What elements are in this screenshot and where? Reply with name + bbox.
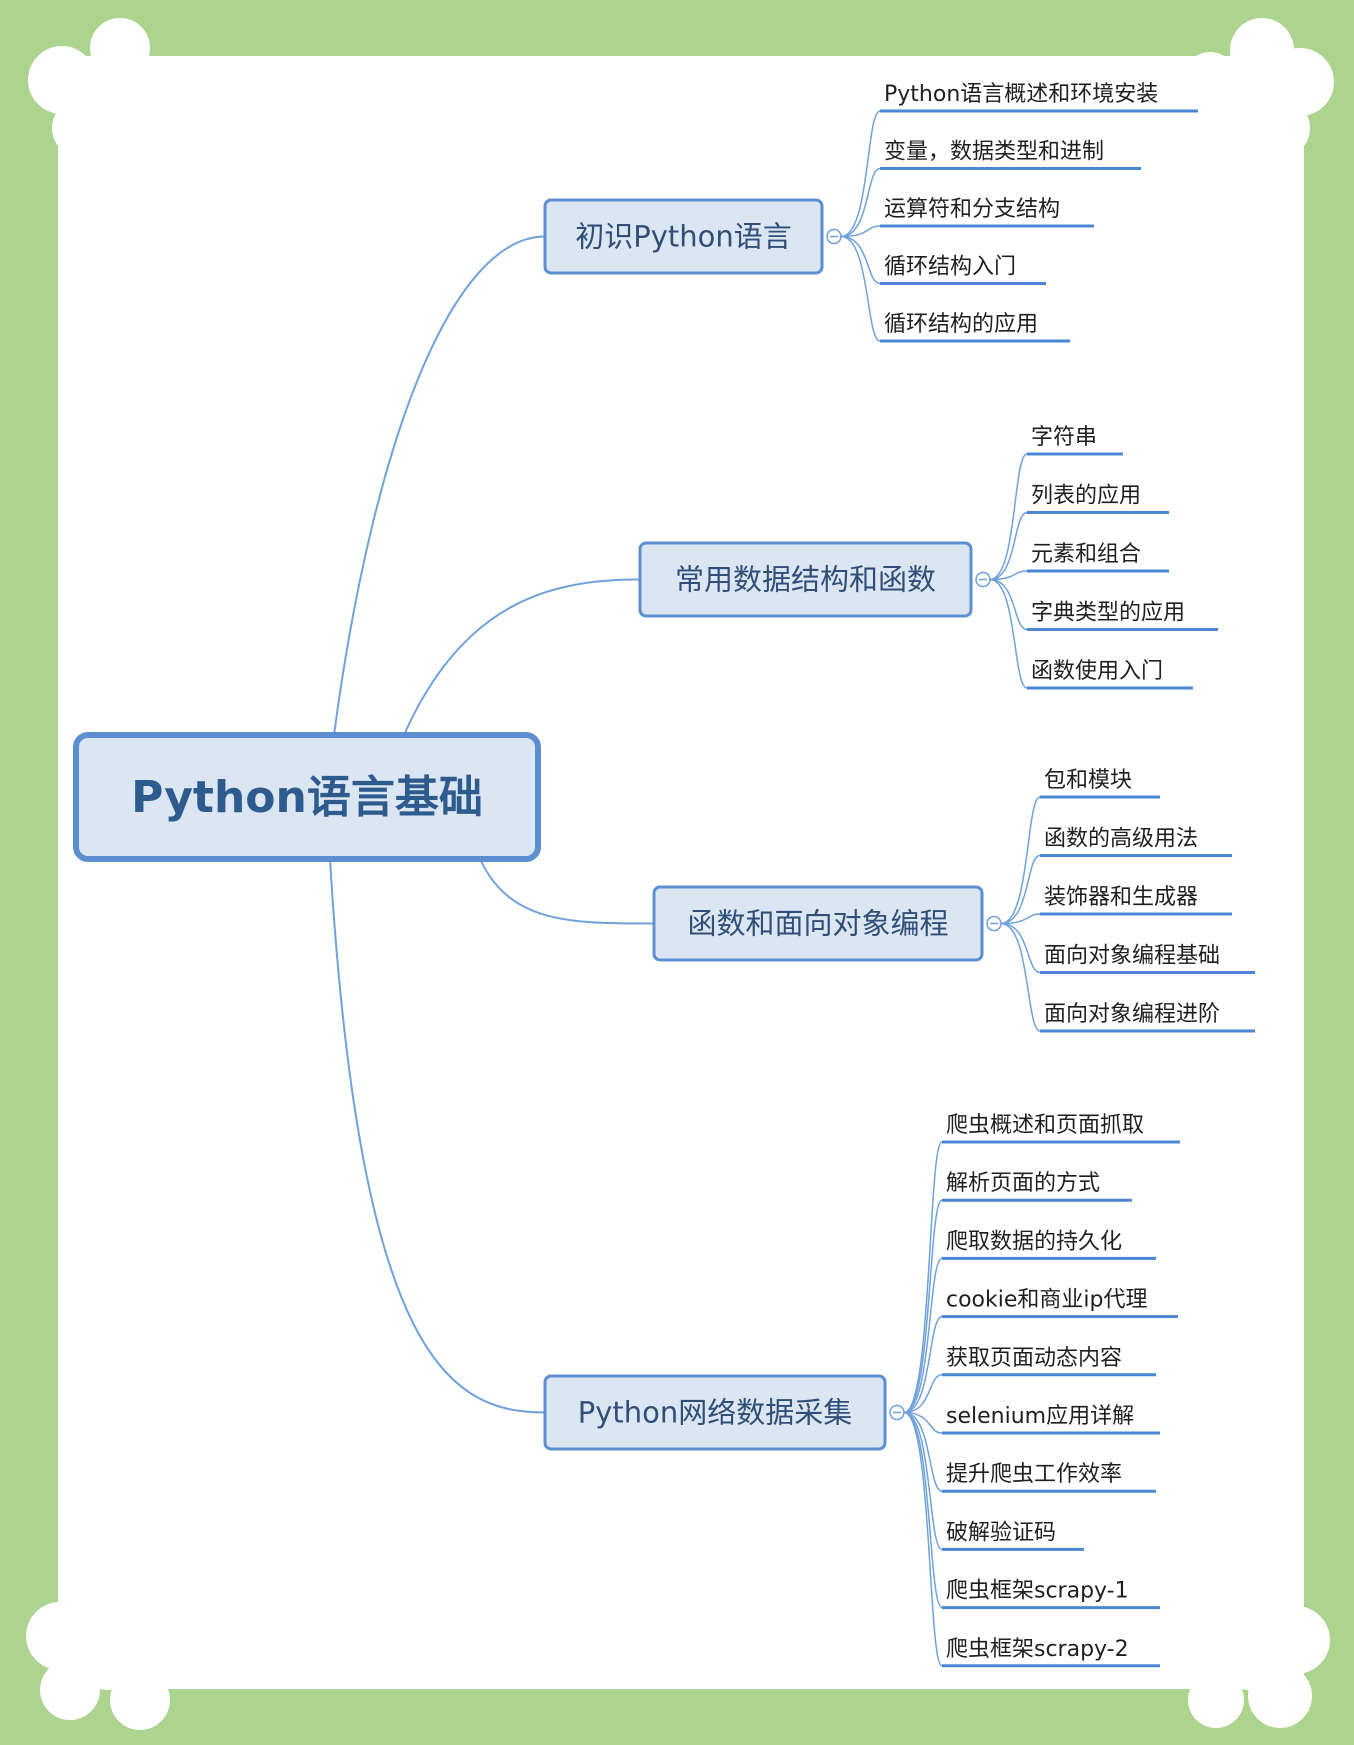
leaf-node-label: 列表的应用	[1031, 484, 1141, 509]
leaf-node[interactable]: 提升爬虫工作效率	[942, 1462, 1156, 1493]
connector-branch-leaf	[903, 1315, 943, 1414]
branch-node-box	[543, 198, 824, 275]
leaf-node[interactable]: 破解验证码	[942, 1520, 1084, 1551]
branch-node-4[interactable]: Python网络数据采集	[543, 1374, 905, 1451]
leaf-node-label: 运算符和分支结构	[884, 197, 1060, 222]
leaf-node[interactable]: 面向对象编程进阶	[1040, 1002, 1255, 1033]
leaf-node[interactable]: 爬取数据的持久化	[942, 1229, 1156, 1260]
leaf-node-label: 变量，数据类型和进制	[884, 140, 1104, 165]
branch-node-2[interactable]: 常用数据结构和函数	[638, 541, 991, 618]
leaf-node-label: 函数使用入门	[1031, 659, 1163, 684]
leaf-node-label: 爬虫框架scrapy-1	[946, 1579, 1129, 1604]
leaf-node[interactable]: 函数的高级用法	[1040, 827, 1232, 857]
connector-branch-leaf	[903, 1141, 943, 1414]
leaf-node[interactable]: 循环结构的应用	[880, 312, 1070, 343]
leaf-node-label: 爬虫框架scrapy-2	[946, 1637, 1129, 1662]
connector-root-branch-3	[479, 858, 655, 925]
connector-branch-leaf	[1000, 854, 1041, 925]
leaf-node-label: 字典类型的应用	[1031, 601, 1185, 626]
connector-branch-leaf	[1000, 796, 1041, 925]
leaf-node-label: cookie和商业ip代理	[946, 1288, 1147, 1313]
branch-node-label: 函数和面向对象编程	[687, 907, 948, 941]
leaf-node[interactable]: 字典类型的应用	[1027, 601, 1218, 631]
connector-branch-leaf	[903, 1411, 943, 1492]
leaf-node-label: 循环结构入门	[884, 255, 1016, 280]
branch-node-box	[543, 1374, 887, 1451]
leaf-node[interactable]: 包和模块	[1040, 768, 1160, 799]
branch-node-box	[652, 885, 984, 962]
connector-root-branch-1	[333, 235, 546, 736]
leaf-node[interactable]: selenium应用详解	[942, 1404, 1160, 1435]
leaf-node-label: 循环结构的应用	[884, 312, 1038, 337]
leaf-node[interactable]: 运算符和分支结构	[880, 197, 1094, 228]
leaf-node-label: 元素和组合	[1031, 542, 1141, 567]
branch-node-box	[638, 541, 973, 618]
connector-branch-leaf	[903, 1411, 943, 1667]
leaf-node[interactable]: 爬虫概述和页面抓取	[942, 1113, 1180, 1144]
branch-node-label: Python网络数据采集	[578, 1396, 853, 1430]
connector-branch-leaf	[840, 110, 881, 238]
connector-branch-leaf	[903, 1257, 943, 1414]
branch-node-label: 常用数据结构和函数	[675, 563, 936, 597]
leaf-node-label: 爬取数据的持久化	[946, 1229, 1122, 1254]
leaf-node-label: 函数的高级用法	[1044, 827, 1198, 852]
connector-branch-leaf	[903, 1374, 943, 1414]
leaf-node-label: 解析页面的方式	[946, 1171, 1100, 1196]
branch-node-label: 初识Python语言	[575, 220, 792, 254]
connector-branch-leaf	[989, 570, 1028, 581]
connector-branch-leaf	[903, 1411, 943, 1434]
leaf-node[interactable]: 解析页面的方式	[942, 1171, 1132, 1202]
leaf-node[interactable]: 获取页面动态内容	[942, 1346, 1156, 1377]
leaf-node-label: 提升爬虫工作效率	[946, 1462, 1122, 1487]
root-node-box	[73, 732, 541, 862]
leaf-node[interactable]: 爬虫框架scrapy-1	[942, 1579, 1160, 1610]
connector-branch-leaf	[903, 1411, 943, 1551]
leaf-node[interactable]: 字符串	[1027, 425, 1123, 456]
leaf-node-label: 破解验证码	[946, 1520, 1056, 1545]
leaf-node-label: 装饰器和生成器	[1044, 885, 1198, 910]
leaf-node[interactable]: 装饰器和生成器	[1040, 885, 1232, 916]
connector-branch-leaf	[1000, 922, 1041, 974]
nodes: Python语言基础 初识Python语言 Python语言概述和环境安装变量，数据…	[73, 82, 1255, 1668]
leaf-node[interactable]: 变量，数据类型和进制	[880, 140, 1141, 170]
leaf-node-label: 面向对象编程基础	[1044, 944, 1220, 969]
root-node[interactable]: Python语言基础	[73, 732, 541, 862]
leaf-node-label: 包和模块	[1044, 768, 1132, 793]
leaf-node[interactable]: cookie和商业ip代理	[942, 1288, 1178, 1319]
leaf-node[interactable]: 爬虫框架scrapy-2	[942, 1637, 1160, 1668]
leaf-node-label: 获取页面动态内容	[946, 1346, 1122, 1371]
connector-root-branch-2	[403, 578, 641, 736]
connector-branch-leaf	[903, 1411, 943, 1609]
leaf-node[interactable]: 元素和组合	[1027, 542, 1169, 573]
connector-branch-leaf	[840, 167, 881, 238]
connector-branch-leaf	[1000, 913, 1041, 925]
leaf-node-label: 爬虫概述和页面抓取	[946, 1113, 1144, 1138]
connector-branch-leaf	[989, 453, 1028, 581]
connector-branch-leaf	[840, 225, 881, 238]
connector-branch-leaf	[1000, 922, 1041, 1032]
connector-branch-leaf	[903, 1199, 943, 1414]
connector-branch-leaf	[989, 511, 1028, 581]
connector-branch-leaf	[989, 578, 1028, 689]
connector-branch-leaf	[989, 578, 1028, 631]
leaf-node-label: 字符串	[1031, 425, 1097, 450]
leaf-node-label: 面向对象编程进阶	[1044, 1002, 1220, 1027]
connector-lines	[329, 110, 1041, 1667]
leaf-node[interactable]: 循环结构入门	[880, 255, 1046, 285]
branch-node-3[interactable]: 函数和面向对象编程	[652, 885, 1002, 962]
connector-branch-leaf	[840, 235, 881, 285]
connector-branch-leaf	[840, 235, 881, 342]
leaf-node-label: Python语言概述和环境安装	[884, 82, 1158, 107]
leaf-node[interactable]: 函数使用入门	[1027, 659, 1193, 690]
connector-root-branch-4	[329, 858, 546, 1414]
root-node-label: Python语言基础	[131, 772, 483, 823]
branch-node-1[interactable]: 初识Python语言	[543, 198, 842, 275]
leaf-node-label: selenium应用详解	[946, 1404, 1134, 1429]
leaf-node[interactable]: 面向对象编程基础	[1040, 944, 1255, 974]
leaf-node[interactable]: Python语言概述和环境安装	[880, 82, 1198, 113]
leaf-node[interactable]: 列表的应用	[1027, 484, 1169, 514]
